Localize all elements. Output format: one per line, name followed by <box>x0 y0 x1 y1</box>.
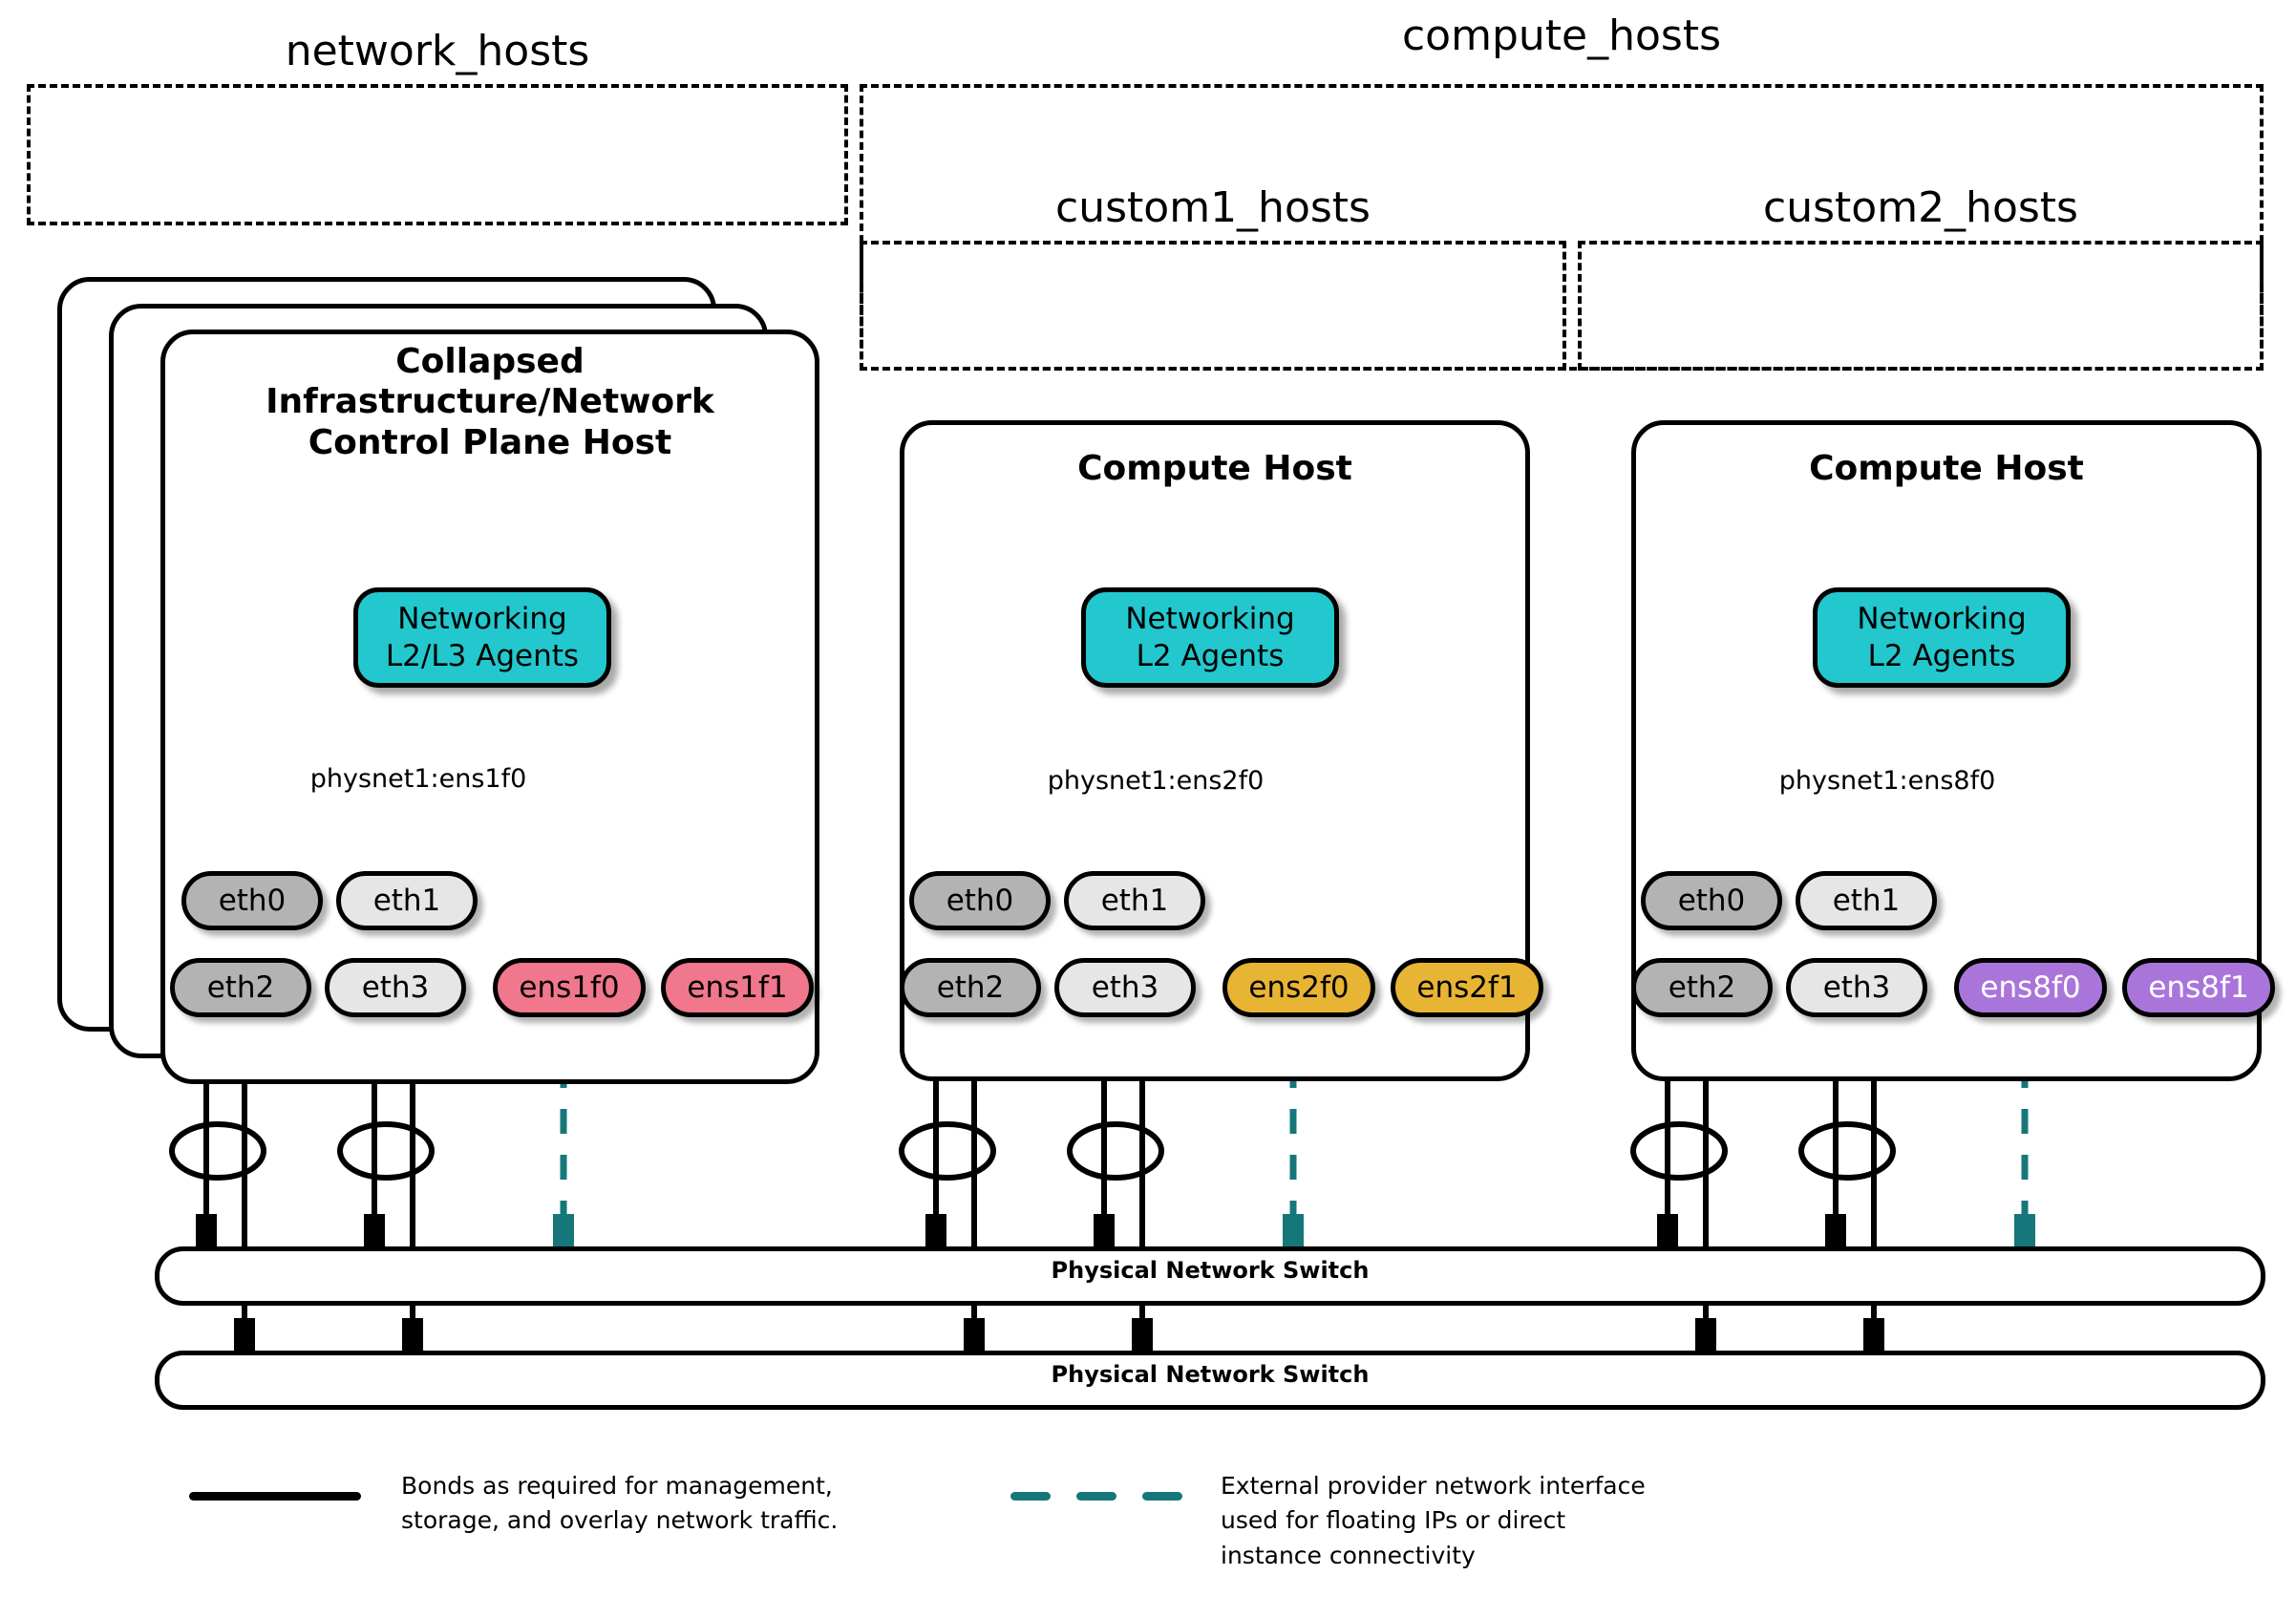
nic-pill-eth2[interactable]: eth2 <box>1631 958 1773 1017</box>
bond-ellipse <box>899 1121 996 1181</box>
host-title-compute-host-2: Compute Host <box>1809 449 2084 488</box>
host-title-collapsed-control-plane-host: Collapsed Infrastructure/Network Control… <box>266 342 714 462</box>
bond-port-marker-top <box>1094 1214 1115 1246</box>
nic-pill-eth1[interactable]: eth1 <box>1796 871 1937 930</box>
bond-ellipse <box>1630 1121 1728 1181</box>
networking-agent-label: Networking L2 Agents <box>1857 601 2027 673</box>
legend-bonds-text: Bonds as required for management, storag… <box>401 1472 839 1535</box>
physical-network-switch-bottom-label: Physical Network Switch <box>1051 1361 1370 1388</box>
legend-bonds-swatch <box>189 1492 361 1501</box>
physical-network-switch-top-label: Physical Network Switch <box>1051 1257 1370 1284</box>
nic-pill-ens8f0[interactable]: ens8f0 <box>1954 958 2107 1017</box>
group-box-custom1_hosts <box>860 241 1566 371</box>
nic-pill-ens2f1[interactable]: ens2f1 <box>1391 958 1543 1017</box>
networking-agent-box-compute-host-1[interactable]: Networking L2 Agents <box>1081 587 1339 688</box>
nic-pill-ens1f0[interactable]: ens1f0 <box>493 958 646 1017</box>
bond-port-marker-top <box>1825 1214 1846 1246</box>
provider-switch-port-marker <box>1283 1214 1304 1246</box>
bond-port-marker-bottom <box>1695 1318 1716 1351</box>
bond-ellipse <box>1067 1121 1164 1181</box>
bond-ellipse <box>1798 1121 1896 1181</box>
nic-pill-eth3[interactable]: eth3 <box>325 958 466 1017</box>
host-title-compute-host-1: Compute Host <box>1077 449 1352 488</box>
bond-port-marker-top <box>196 1214 217 1246</box>
provider-switch-port-marker <box>2014 1214 2035 1246</box>
nic-pill-eth0[interactable]: eth0 <box>181 871 323 930</box>
bond-port-marker-bottom <box>234 1318 255 1351</box>
nic-pill-eth2[interactable]: eth2 <box>900 958 1041 1017</box>
physnet-mapping-label-collapsed-control-plane-host: physnet1:ens1f0 <box>309 764 527 794</box>
nic-pill-eth1[interactable]: eth1 <box>1064 871 1205 930</box>
nic-pill-eth3[interactable]: eth3 <box>1054 958 1196 1017</box>
bond-port-marker-bottom <box>1863 1318 1884 1351</box>
nic-pill-ens1f1[interactable]: ens1f1 <box>661 958 814 1017</box>
legend-provider-swatch-segment <box>1142 1492 1182 1501</box>
bond-port-marker-bottom <box>964 1318 985 1351</box>
group-box-network_hosts <box>27 84 848 225</box>
bond-port-marker-top <box>925 1214 946 1246</box>
group-box-custom2_hosts <box>1578 241 2264 371</box>
networking-agent-box-compute-host-2[interactable]: Networking L2 Agents <box>1813 587 2071 688</box>
legend-provider-swatch-segment <box>1076 1492 1116 1501</box>
group-label-network_hosts: network_hosts <box>285 27 590 75</box>
physnet-mapping-label-compute-host-1: physnet1:ens2f0 <box>1047 766 1265 796</box>
bond-ellipse <box>337 1121 435 1181</box>
group-label-custom2_hosts: custom2_hosts <box>1763 183 2078 232</box>
physnet-mapping-label-compute-host-2: physnet1:ens8f0 <box>1778 766 1996 796</box>
nic-pill-eth2[interactable]: eth2 <box>170 958 311 1017</box>
nic-pill-eth1[interactable]: eth1 <box>336 871 478 930</box>
physical-network-switch-bottom <box>155 1351 2265 1410</box>
group-label-custom1_hosts: custom1_hosts <box>1055 183 1371 232</box>
nic-pill-eth0[interactable]: eth0 <box>909 871 1051 930</box>
networking-agent-label: Networking L2/L3 Agents <box>385 601 580 673</box>
legend-provider-text: External provider network interface used… <box>1221 1472 1646 1569</box>
bond-ellipse <box>169 1121 266 1181</box>
nic-pill-ens2f0[interactable]: ens2f0 <box>1222 958 1375 1017</box>
provider-switch-port-marker <box>553 1214 574 1246</box>
networking-agent-label: Networking L2 Agents <box>1125 601 1295 673</box>
bond-port-marker-bottom <box>402 1318 423 1351</box>
nic-pill-ens8f1[interactable]: ens8f1 <box>2122 958 2275 1017</box>
bond-port-marker-bottom <box>1132 1318 1153 1351</box>
nic-pill-eth0[interactable]: eth0 <box>1641 871 1782 930</box>
legend-provider-swatch-segment <box>1010 1492 1051 1501</box>
physical-network-switch-top <box>155 1246 2265 1306</box>
group-label-compute_hosts: compute_hosts <box>1401 11 1722 60</box>
bond-port-marker-top <box>364 1214 385 1246</box>
bond-port-marker-top <box>1657 1214 1678 1246</box>
nic-pill-eth3[interactable]: eth3 <box>1786 958 1927 1017</box>
networking-agent-box-collapsed-control-plane-host[interactable]: Networking L2/L3 Agents <box>353 587 611 688</box>
